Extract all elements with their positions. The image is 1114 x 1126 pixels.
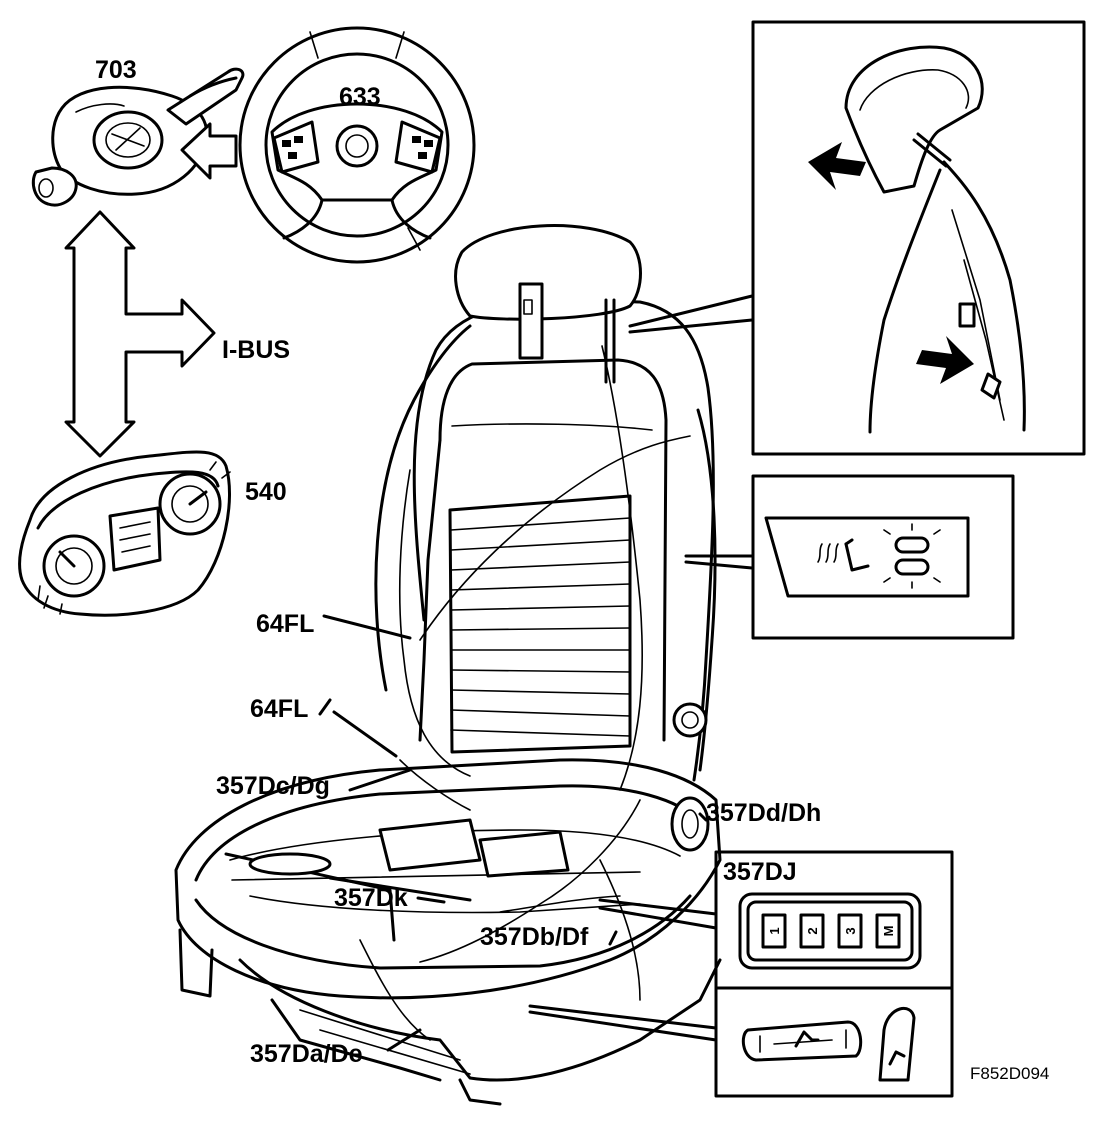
- seat-position-icon: [773, 1039, 833, 1045]
- headrest: [454, 224, 642, 384]
- figure-code: F852D094: [970, 1064, 1050, 1083]
- memory-button-m[interactable]: [875, 913, 901, 949]
- memory-button-2[interactable]: [799, 913, 825, 949]
- seat-heater-inset-box: [684, 474, 1015, 640]
- seat-adjust-inset-box: [528, 986, 954, 1098]
- label-357da-de: 357Da/De: [250, 1040, 363, 1068]
- seat-heater-icon: [817, 538, 870, 572]
- leader-lines: [318, 614, 708, 1052]
- label-64fl-upper: 64FL: [256, 610, 315, 638]
- label-357db-df: 357Db/Df: [480, 923, 589, 951]
- label-357dk: 357Dk: [334, 884, 408, 912]
- label-633: 633: [339, 83, 381, 111]
- instrument-cluster-540: [18, 450, 231, 617]
- label-64fl-lower: 64FL: [250, 695, 309, 723]
- label-703: 703: [95, 56, 137, 84]
- memory-button-3[interactable]: [837, 913, 863, 949]
- label-357dj: 357DJ: [723, 858, 797, 886]
- memory-button-2-label: 2: [805, 927, 820, 934]
- label-357dd-dh: 357Dd/Dh: [706, 799, 822, 827]
- label-357dc-dg: 357Dc/Dg: [216, 772, 330, 800]
- i-bus-arrow-icon: [64, 210, 216, 458]
- heat-level-indicator-icon: [883, 523, 941, 589]
- steering-wheel-633: [238, 26, 476, 264]
- signal-arrow-left-icon: [180, 122, 238, 180]
- memory-button-3-label: 3: [843, 927, 858, 934]
- memory-button-1[interactable]: [761, 913, 787, 949]
- backrest-switch[interactable]: [878, 1007, 916, 1082]
- steering-column-switch-703: [31, 67, 245, 207]
- lumbar-support-slats: [448, 494, 632, 754]
- memory-button-1-label: 1: [767, 927, 782, 934]
- label-i-bus: I-BUS: [222, 336, 291, 364]
- label-540: 540: [245, 478, 287, 506]
- memory-button-m-label: M: [881, 926, 896, 937]
- headrest-inset-box: [628, 20, 1086, 456]
